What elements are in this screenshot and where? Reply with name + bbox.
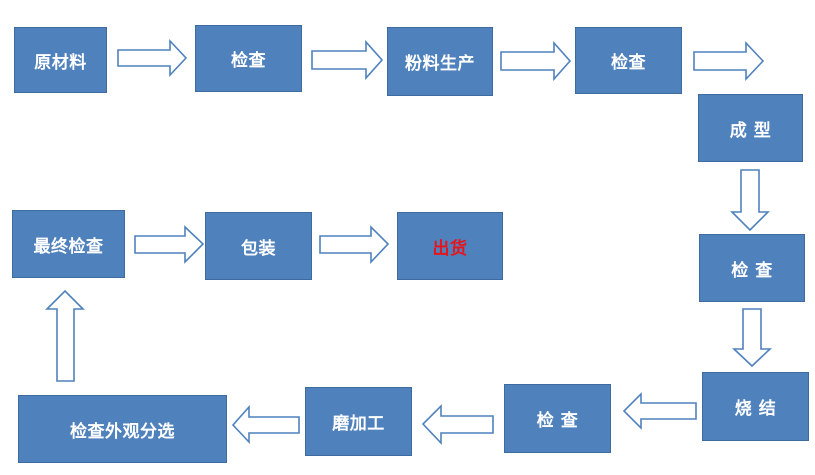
node-shipment: 出货 (397, 212, 503, 280)
arrow-forming-to-inspect3 (730, 169, 770, 232)
arrow-powder-to-inspect2 (500, 40, 572, 82)
node-inspect-3-label: 检 查 (731, 260, 773, 281)
arrow-packaging-to-shipment (319, 225, 390, 265)
node-visual-sorting-label: 检查外观分选 (70, 421, 175, 442)
node-raw-material-label: 原材料 (34, 52, 87, 73)
node-inspect-1-label: 检查 (231, 51, 266, 71)
node-raw-material: 原材料 (14, 27, 107, 93)
arrow-inspect1-to-powder (311, 39, 384, 81)
arrow-grinding-to-sorting (231, 404, 300, 445)
node-inspect-2: 检查 (575, 27, 682, 94)
node-powder-production: 粉料生产 (387, 27, 493, 96)
node-final-inspection: 最终检查 (12, 210, 125, 278)
node-sintering-label: 烧 结 (734, 399, 777, 419)
node-final-inspection-label: 最终检查 (33, 236, 104, 257)
arrow-raw-to-inspect1 (117, 38, 188, 78)
node-inspect-3: 检 查 (699, 234, 805, 302)
node-inspect-2-label: 检查 (611, 53, 646, 73)
arrow-final-to-packaging (134, 225, 205, 264)
arrow-inspect4-to-grinding (421, 404, 494, 446)
node-grinding: 磨加工 (305, 387, 412, 456)
arrow-inspect2-to-forming (693, 40, 765, 82)
node-shipment-label: 出货 (432, 238, 468, 259)
node-inspect-4-label: 检 查 (536, 411, 579, 431)
node-forming-label: 成 型 (729, 120, 772, 141)
node-sintering: 烧 结 (702, 372, 809, 441)
arrow-sintering-to-inspect4 (622, 392, 697, 430)
node-packaging-label: 包装 (241, 238, 276, 259)
node-powder-production-label: 粉料生产 (405, 54, 475, 74)
arrow-sorting-to-final (45, 289, 85, 382)
node-packaging: 包装 (205, 212, 312, 280)
node-forming: 成 型 (698, 94, 803, 162)
node-grinding-label: 磨加工 (332, 414, 385, 434)
node-inspect-1: 检查 (195, 25, 302, 92)
arrow-inspect3-to-sintering (731, 308, 773, 368)
node-visual-sorting: 检查外观分选 (18, 395, 227, 463)
node-inspect-4: 检 查 (504, 384, 611, 453)
